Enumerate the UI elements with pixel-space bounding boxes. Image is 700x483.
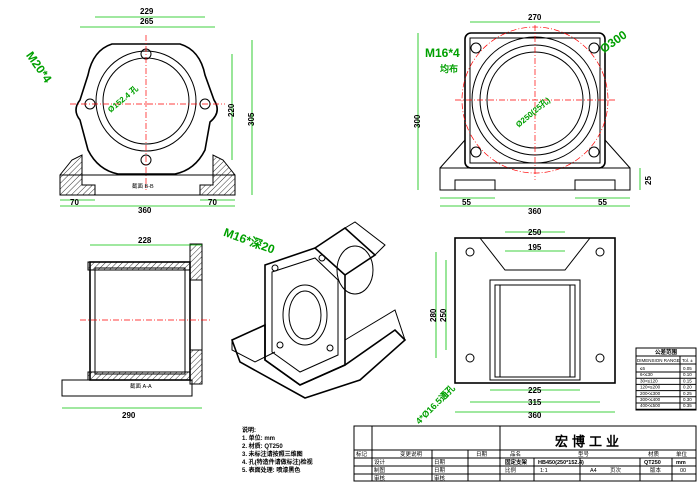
thread-m20: M20*4 [23,49,55,86]
holes-label: 4*Ø16.5通孔 [413,382,457,426]
tb-scale-value: 1:1 [540,468,548,474]
dim-360-c: 360 [528,411,542,420]
tb-name-value: 固定支架 [505,458,528,466]
dim-270: 270 [528,13,542,22]
tb-design-label: 设计 [374,458,386,466]
tolerance-value: 0.30 [683,397,692,402]
tolerance-value: 0.25 [683,391,692,396]
note-1: 1. 单位: mm [242,434,275,442]
tolerance-value: 0.10 [683,372,692,377]
tb-mark-label: 标记 [356,450,368,458]
dim-bore-152: Ø152.4 孔 [106,83,140,114]
tolerance-range: ≤6 [640,366,645,371]
dim-70-left: 70 [70,198,79,207]
tb-name-label: 品名 [510,450,521,458]
dim-305: 305 [247,112,256,126]
tb-review-label: 审核 [374,474,386,482]
notes-title: 说明: [242,426,256,434]
tb-date-label-3: 日期 [434,467,446,474]
company-name: 宏博工业 [555,434,623,449]
tb-drawn-label: 制图 [374,466,386,474]
view-side: 270 300 55 55 360 25 Ø300 Ø250(25孔) M16*… [413,13,653,216]
tolerance-header-range: DIMENSION RANGE [637,358,680,363]
tb-unit-label: 单位 [676,450,688,458]
tolerance-range: 120<≤200 [640,385,661,390]
tb-material-value: QT250 [644,460,661,466]
dim-360-b: 360 [528,207,542,216]
note-3: 3. 未标注请按照三维图 [242,450,303,458]
dim-55-left: 55 [462,198,471,207]
note-4: 4. 孔(特造件请做标注)检视 [242,458,313,466]
dim-55-right: 55 [598,198,607,207]
tolerance-range: 300<≤400 [640,397,661,402]
dim-360-a: 360 [138,206,152,215]
title-block: 宏博工业 标记 变更说明 日期 设计 制图 审核 日期 日期 审核 品名 型号 … [353,425,697,482]
dim-250-h: 250 [439,308,448,322]
tolerance-value: 0.20 [683,385,692,390]
tolerance-range: 400<≤500 [640,403,661,408]
view-top: 250 195 280 250 225 315 360 4*Ø16.5通孔 [413,228,616,426]
tb-page-label: 页次 [610,466,622,474]
tb-date-label-1: 日期 [476,451,488,458]
section-label-a: 截面 A-A [130,382,152,390]
dim-195: 195 [528,243,542,252]
section-label-b: 截面 B-B [132,182,154,190]
dim-300-h: 300 [413,114,422,128]
tolerance-rows: ≤6 0.05 6<≤30 0.10 30<≤120 0.15 120<≤200 0.20 20… [636,366,696,410]
dim-265: 265 [140,17,154,26]
tolerance-title: 公差范围 [655,348,678,356]
note-5: 5. 表面处理: 喷漆黑色 [242,466,300,474]
dim-220: 220 [227,103,236,117]
tb-version-value: 00 [680,468,686,474]
notes-block: 说明: 1. 单位: mm 2. 材质: QT250 3. 未标注请按照三维图 … [242,426,313,474]
thread-m16-a-note: 均布 [440,63,458,74]
dim-280: 280 [429,308,438,322]
view-section-a: 截面 A-A 228 290 [61,236,210,420]
tolerance-table: 公差范围 DIMENSION RANGE Tol. ± ≤6 0.05 6<≤30 0… [635,347,697,411]
view-front-section-b: 截面 B-B 229 265 220 305 70 70 360 Ø152.4 … [23,7,256,215]
tolerance-value: 0.05 [683,366,692,371]
tolerance-range: 30<≤120 [640,378,658,383]
tb-unit-value: mm [676,460,686,466]
dim-229: 229 [140,7,154,16]
dim-250-w: 250 [528,228,542,237]
dim-70-right: 70 [208,198,217,207]
tb-material-label: 材质 [648,450,660,458]
thread-m16-b: M16*深20 [222,224,278,256]
tolerance-value: 0.15 [683,378,692,383]
tolerance-header-tol: Tol. ± [682,358,693,363]
dim-290: 290 [122,411,136,420]
tb-version-label: 版本 [650,466,662,474]
thread-m16-a: M16*4 [425,46,460,60]
tb-revise-label: 变更说明 [400,450,423,458]
dim-228: 228 [138,236,152,245]
tolerance-value: 0.35 [683,403,692,408]
view-isometric: M16*深20 [222,221,407,399]
tb-scale-label: 比例 [505,466,517,474]
note-2: 2. 材质: QT250 [242,442,283,450]
tolerance-range: 6<≤30 [640,372,653,377]
tolerance-range: 200<≤300 [640,391,661,396]
dim-25: 25 [644,176,653,185]
tb-date-label-2: 日期 [434,459,446,466]
tb-size-value: A4 [590,468,597,474]
dim-dia-300: Ø300 [597,27,629,55]
tb-model-value: HB450(250*152.4) [538,460,584,466]
dim-315: 315 [528,398,542,407]
dim-225: 225 [528,386,542,395]
tb-model-label: 型号 [578,450,590,458]
tb-check-label: 审核 [434,474,446,482]
